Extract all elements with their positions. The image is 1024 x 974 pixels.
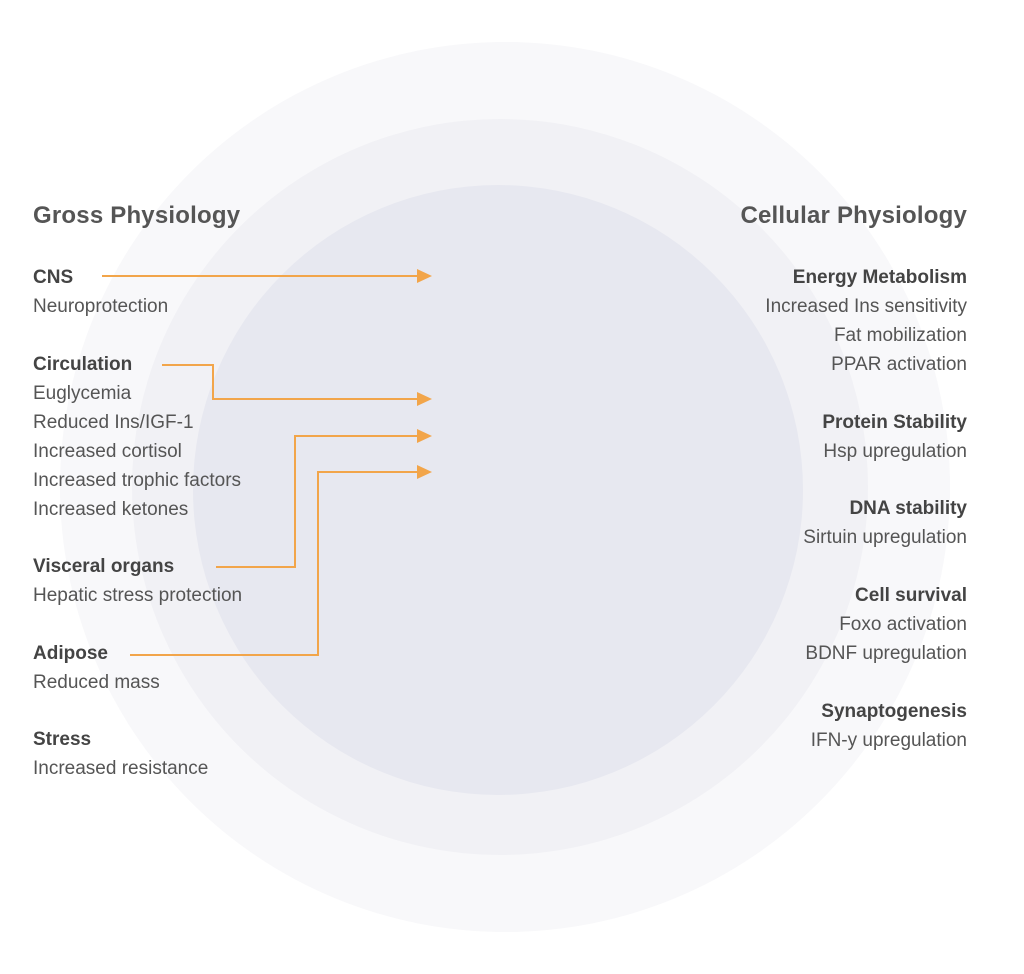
group-title: Synaptogenesis [821, 701, 967, 722]
group-line: Neuroprotection [33, 296, 169, 317]
group-line: Increased Ins sensitivity [765, 296, 967, 317]
group-line: Increased resistance [33, 758, 209, 779]
group-line: PPAR activation [831, 354, 967, 375]
group-line: Euglycemia [33, 383, 132, 404]
gross-physiology-heading: Gross Physiology [33, 202, 241, 229]
cellular-physiology-heading: Cellular Physiology [740, 202, 967, 229]
arrow-adipose [130, 471, 418, 656]
group-energy-metabolism: Energy Metabolism Increased Ins sensitiv… [765, 263, 967, 379]
group-synaptogenesis: Synaptogenesis IFN-y upregulation [811, 697, 967, 755]
group-cns: CNS Neuroprotection [33, 263, 168, 321]
arrow-circulation [162, 364, 418, 400]
group-circulation: Circulation Euglycemia Reduced Ins/IGF-1… [33, 350, 241, 524]
group-line: Increased ketones [33, 499, 189, 520]
arrowhead-cns [417, 269, 432, 283]
group-cell-survival: Cell survival Foxo activation BDNF upreg… [805, 581, 967, 668]
group-line: Increased cortisol [33, 441, 182, 462]
group-dna-stability: DNA stability Sirtuin upregulation [803, 494, 967, 552]
group-line: IFN-y upregulation [810, 730, 967, 751]
group-title: Cell survival [855, 585, 967, 606]
group-line: Fat mobilization [833, 325, 967, 346]
group-line: Reduced mass [33, 672, 160, 693]
arrow-visceral-organs [216, 435, 418, 568]
group-line: Reduced Ins/IGF-1 [33, 412, 194, 433]
group-title: Protein Stability [822, 412, 967, 433]
arrowhead-adipose [417, 465, 432, 479]
group-title: Circulation [33, 354, 133, 375]
group-line: Hsp upregulation [823, 441, 967, 462]
group-line: BDNF upregulation [805, 643, 967, 664]
group-title: DNA stability [849, 498, 967, 519]
group-visceral-organs: Visceral organs Hepatic stress protectio… [33, 552, 242, 610]
group-line: Foxo activation [839, 614, 967, 635]
group-adipose: Adipose Reduced mass [33, 639, 160, 697]
group-title: Energy Metabolism [792, 267, 967, 288]
group-line: Hepatic stress protection [33, 585, 243, 606]
group-stress: Stress Increased resistance [33, 725, 208, 783]
group-title: Adipose [33, 643, 108, 664]
halo-inner-disc [193, 185, 803, 795]
group-title: Visceral organs [33, 556, 175, 577]
group-line: Increased trophic factors [33, 470, 242, 491]
arrowhead-circulation [417, 392, 432, 406]
group-line: Sirtuin upregulation [803, 527, 967, 548]
group-title: CNS [33, 267, 74, 288]
group-title: Stress [33, 729, 92, 750]
arrowhead-visceral-organs [417, 429, 432, 443]
group-protein-stability: Protein Stability Hsp upregulation [822, 408, 967, 466]
